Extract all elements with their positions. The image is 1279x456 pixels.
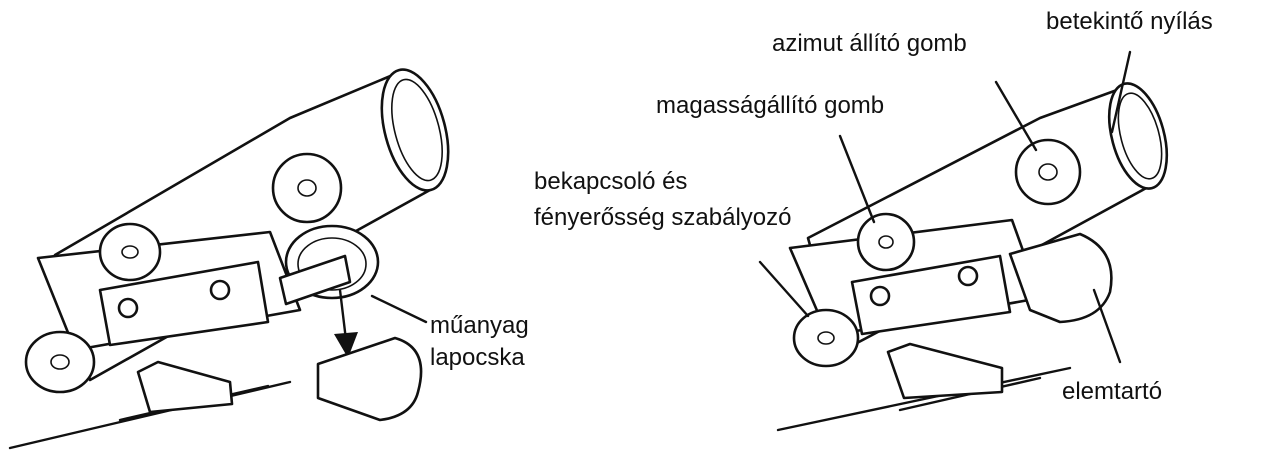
left-rear-knob: [26, 332, 94, 392]
plastic-tab-label-line1: műanyag: [430, 312, 529, 340]
right-screw-2: [959, 267, 977, 285]
right-power-knob: [794, 310, 858, 366]
battery-holder-label: elemtartó: [1062, 378, 1162, 406]
right-mount-foot: [888, 344, 1002, 398]
left-screw-2: [211, 281, 229, 299]
power-switch-label-line1: bekapcsoló és: [534, 168, 687, 196]
left-middle-knob: [100, 224, 160, 280]
right-screw-1: [871, 287, 889, 305]
right-altitude-knob: [858, 214, 914, 270]
left-mount-foot: [138, 362, 232, 412]
left-screw-1: [119, 299, 137, 317]
altitude-leader: [840, 136, 874, 222]
left-battery-cover: [318, 338, 421, 420]
azimuth-knob-label: azimut állító gomb: [772, 30, 967, 58]
plastic-tab-label-line2: lapocska: [430, 344, 525, 372]
left-top-knob: [273, 154, 341, 222]
right-azimuth-knob: [1016, 140, 1080, 204]
altitude-knob-label: magasságállító gomb: [656, 92, 884, 120]
left-finder-illustration: [10, 62, 460, 448]
left-tab-leader: [372, 296, 426, 322]
viewing-window-label: betekintő nyílás: [1046, 8, 1213, 36]
power-switch-label-line2: fényerősség szabályozó: [534, 204, 791, 232]
